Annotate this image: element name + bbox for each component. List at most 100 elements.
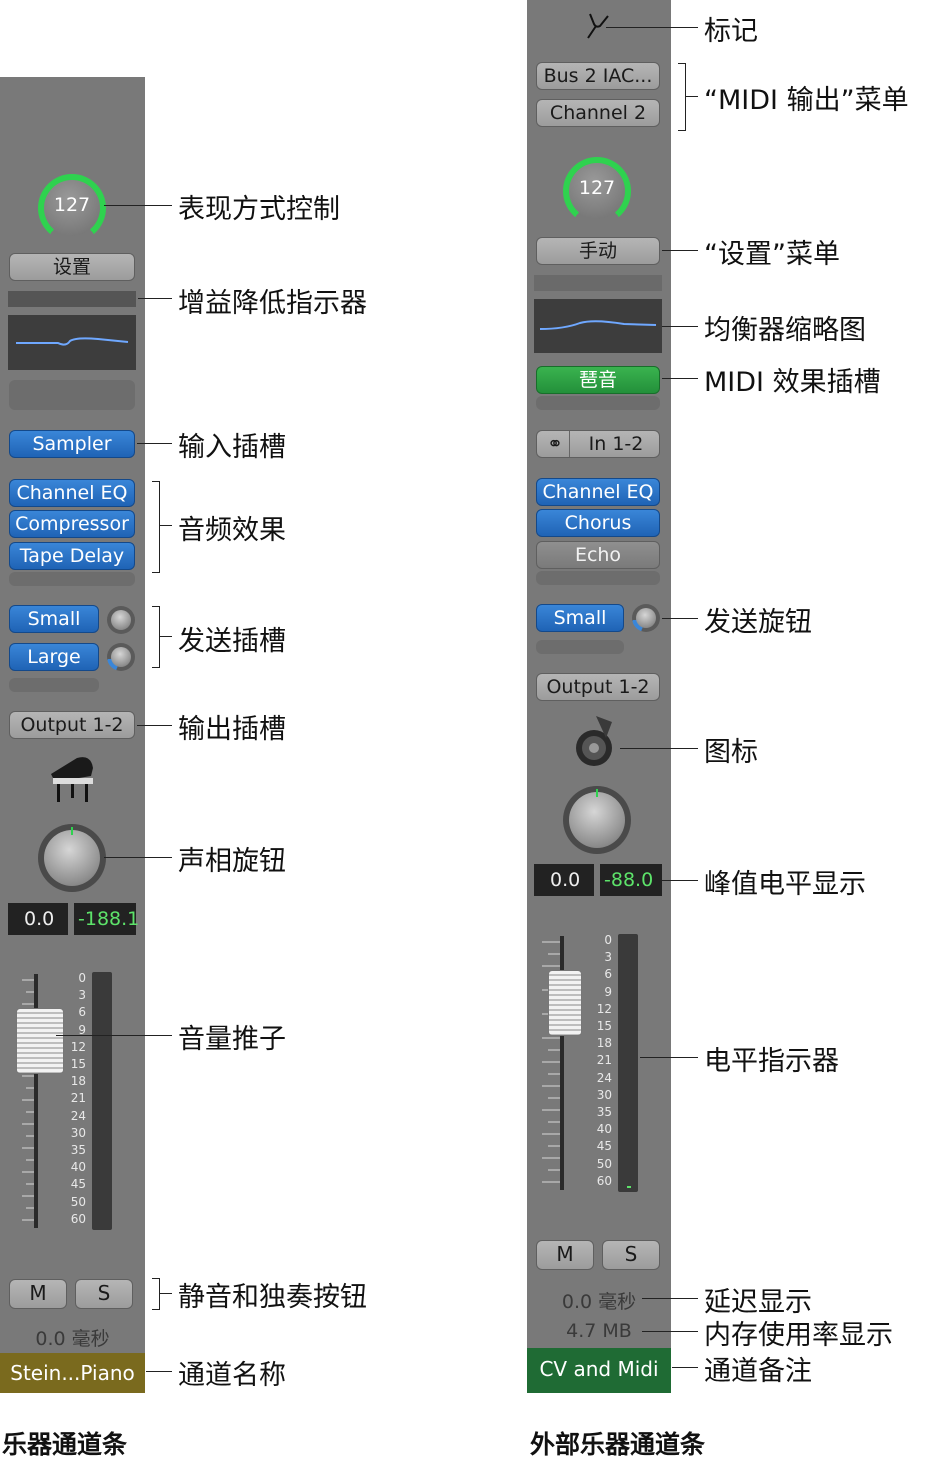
midi-fx-slot-empty-ext[interactable] [536,396,660,410]
audio-fx-slot-ext-1[interactable]: Channel EQ [536,478,660,506]
callout-bracket [678,63,686,131]
solo-button-ext[interactable]: S [602,1240,660,1270]
send-slot-empty[interactable] [9,678,99,692]
mute-button[interactable]: M [9,1279,67,1309]
callout-midi-output: “MIDI 输出”菜单 [704,85,909,116]
pan-knob-ext[interactable] [563,786,631,854]
velocity-knob[interactable]: 127 [38,174,106,242]
audio-fx-slot-empty-ext[interactable] [536,571,660,585]
velocity-value: 127 [53,194,91,216]
callout-line [146,1371,172,1372]
callout-line [606,27,698,28]
eq-thumbnail[interactable] [8,315,136,370]
scale-tick-label: 45 [596,1139,612,1154]
eq-thumbnail-ext[interactable] [534,299,662,353]
scale-tick-label: 6 [604,967,612,982]
peak-level-readout-ext[interactable]: -88.0 [600,864,662,896]
settings-menu-ext[interactable]: 手动 [536,237,660,265]
callout-line [662,618,698,619]
callout-marker: 标记 [704,16,758,47]
marker-icon [587,13,609,39]
volume-fader-cap[interactable] [16,1008,64,1074]
midi-output-port-menu[interactable]: Bus 2 IAC... [536,62,660,90]
scale-tick-label: 30 [596,1087,612,1102]
output-slot-ext[interactable]: Output 1-2 [536,673,660,701]
callout-line [662,880,698,881]
audio-fx-slot-1[interactable]: Channel EQ [9,479,135,507]
callout-line [160,1293,172,1294]
send-slot-small-ext[interactable]: Small [536,604,624,632]
midi-fx-slot[interactable]: 琶音 [536,366,660,394]
peak-level-readout[interactable]: -188.1 [74,903,139,935]
input-slot-sampler[interactable]: Sampler [9,430,135,458]
callout-peak-level: 峰值电平显示 [704,869,866,900]
scale-tick-label: 21 [70,1091,86,1106]
midi-fx-slot-empty[interactable] [9,380,135,410]
audio-fx-slot-empty[interactable] [9,572,135,586]
callout-input-slot: 输入插槽 [178,432,286,463]
callout-line [662,378,698,379]
callout-velocity: 表现方式控制 [178,194,340,225]
input-slot-ext[interactable]: ⚭ In 1-2 [536,430,660,458]
send-slot-empty-ext[interactable] [536,640,624,654]
callout-memory: 内存使用率显示 [704,1320,893,1351]
callout-bracket [152,1278,160,1310]
send-knob-ext[interactable] [632,604,660,632]
scale-tick-label: 30 [70,1125,86,1140]
callout-send-knob: 发送旋钮 [704,607,812,638]
callout-eq-thumbnail: 均衡器缩略图 [704,315,866,346]
channel-notes[interactable]: CV and Midi [527,1348,671,1393]
audio-fx-slot-3[interactable]: Tape Delay [9,542,135,570]
volume-readout-ext[interactable]: 0.0 [534,864,594,896]
callout-line [642,1298,698,1299]
callout-bracket [152,606,160,668]
volume-readout[interactable]: 0.0 [8,903,68,935]
callout-channel-notes: 通道备注 [704,1356,812,1387]
scale-tick-label: 60 [70,1211,86,1226]
scale-tick-label: 0 [78,971,86,985]
send-slot-large[interactable]: Large [9,643,99,671]
send-knob-1[interactable] [107,606,135,634]
scale-tick-label: 9 [604,984,612,999]
callout-midi-fx: MIDI 效果插槽 [704,367,881,398]
scale-tick-label: 60 [596,1173,612,1188]
scale-tick-label: 3 [78,988,86,1003]
midi-output-channel-menu[interactable]: Channel 2 [536,99,660,127]
memory-display: 4.7 MB [566,1320,632,1342]
callout-line [662,326,698,327]
callout-line [686,96,698,97]
scale-tick-label: 0 [604,933,612,947]
callout-channel-name: 通道名称 [178,1360,286,1391]
mute-button-ext[interactable]: M [536,1240,594,1270]
scale-tick-label: 24 [596,1070,612,1085]
latency-display-ext: 0.0 毫秒 [561,1291,637,1313]
tuning-fork-icon[interactable] [582,10,612,40]
send-knob-2[interactable] [107,643,135,671]
stereo-link-icon: ⚭ [541,431,570,457]
scale-tick-label: 12 [70,1039,86,1054]
speaker-icon[interactable] [572,712,624,770]
callout-line [104,857,172,858]
volume-fader-cap-ext[interactable] [548,970,582,1036]
audio-fx-slot-ext-2[interactable]: Chorus [536,509,660,537]
velocity-knob-ext[interactable]: 127 [563,157,631,225]
send-slot-small[interactable]: Small [9,605,99,633]
callout-volume-fader: 音量推子 [178,1024,286,1055]
audio-fx-slot-ext-3[interactable]: Echo [536,541,660,569]
callout-line [137,725,172,726]
output-slot[interactable]: Output 1-2 [9,711,135,739]
settings-button[interactable]: 设置 [9,253,135,281]
input-label: In 1-2 [588,433,644,455]
caption-external-strip: 外部乐器通道条 [530,1430,706,1459]
callout-output-slot: 输出插槽 [178,714,286,745]
pan-knob[interactable] [38,824,106,892]
audio-fx-slot-2[interactable]: Compressor [9,510,135,538]
piano-icon[interactable] [47,752,97,806]
channel-name[interactable]: Stein...Piano [0,1353,145,1393]
callout-settings-menu: “设置”菜单 [704,239,840,270]
solo-button[interactable]: S [75,1279,133,1309]
callout-gain-reduction: 增益降低指示器 [178,288,367,319]
level-meter [92,972,112,1230]
